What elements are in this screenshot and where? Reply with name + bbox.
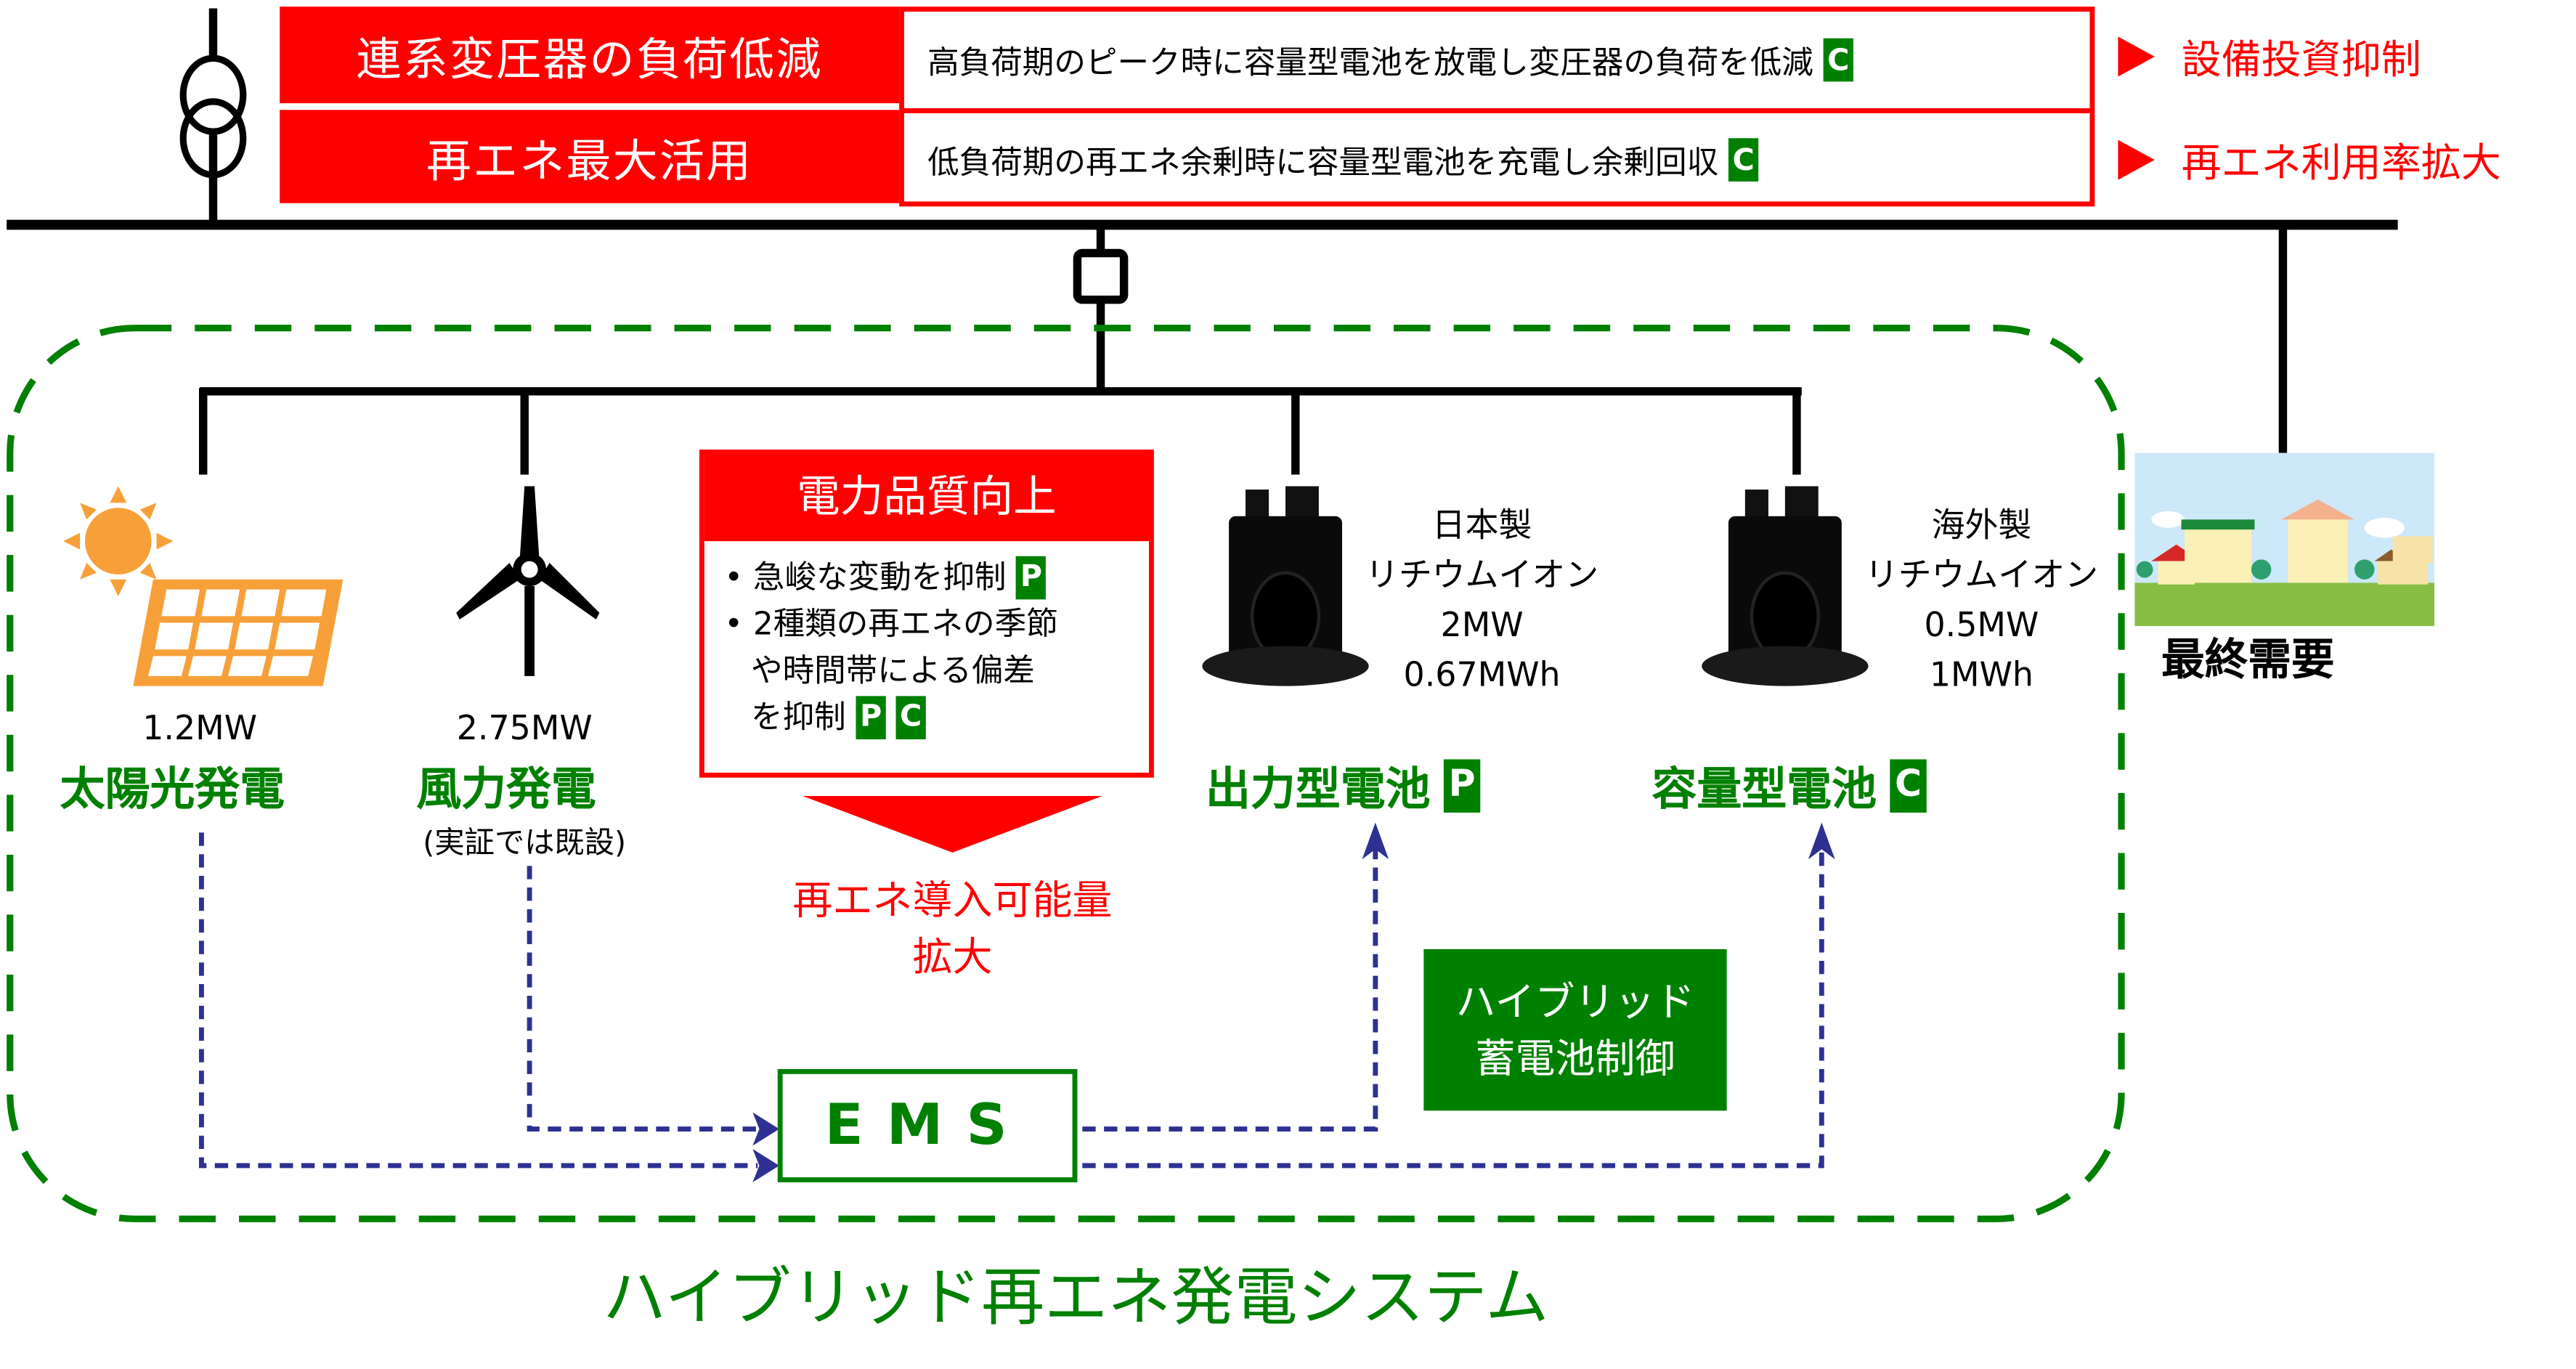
wind-note: (実証では既設) [423,826,627,861]
breaker-icon [1073,248,1129,304]
arrowheads [752,822,1835,1182]
label-transformer-load-reduction: 連系変圧器の負荷低減 [280,7,900,104]
power-battery-title: 出力型電池 P [1206,752,1481,817]
battery-icon [1202,486,1369,686]
outcome-re-utilization: 再エネ利用率拡大 [2118,130,2501,188]
transformer-icon [179,54,247,179]
hybrid-battery-control: ハイブリッド 蓄電池制御 [1423,948,1727,1111]
system-boundary [7,325,2125,1222]
ems-box: EMS [777,1068,1078,1182]
power-quality-box: 電力品質向上 • 急峻な変動を抑制 P • 2種類の再エネの季節 や時間帯による… [699,450,1154,778]
battery-p-specs: 日本製 リチウムイオン 2MW 0.67MWh [1365,504,1599,695]
re-capacity-expansion: 再エネ導入可能量 拡大 [792,877,1113,981]
wind-title: 風力発電 [416,764,596,816]
capacity-badge: C [1890,758,1927,812]
power-badge: P [1016,556,1047,600]
control-signal-lines [198,832,1824,1169]
capacity-badge: C [895,696,926,740]
pq-item-1: • 急峻な変動を抑制 P [724,555,1149,601]
triangle-right-icon [2118,36,2155,76]
triangle-right-icon [2118,139,2155,179]
wind-capacity: 2.75MW [456,707,593,748]
down-arrow-icon [803,795,1102,853]
solar-panel-icon [63,486,344,686]
solar-capacity: 1.2MW [142,707,258,748]
pq-item-2: • 2種類の再エネの季節 [724,606,1058,643]
description-row: 高負荷期のピーク時に容量型電池を放電し変圧器の負荷を低減 C [903,12,2090,113]
description-box: 高負荷期のピーク時に容量型電池を放電し変圧器の負荷を低減 C 低負荷期の再エネ余… [899,7,2095,207]
power-badge: P [1443,758,1481,812]
battery-c-specs: 海外製 リチウムイオン 0.5MW 1MWh [1864,504,2098,695]
power-quality-title: 電力品質向上 [704,454,1150,542]
town-icon [2134,452,2435,627]
power-badge: P [856,696,886,740]
battery-icon [1702,486,1869,686]
description-row: 低負荷期の再エネ余剰時に容量型電池を充電し余剰回収 C [904,113,2089,206]
capacity-badge: C [1823,38,1853,82]
solar-title: 太陽光発電 [60,764,285,816]
label-renewable-max-use: 再エネ最大活用 [280,110,900,203]
system-title: ハイブリッド再エネ発電システム [602,1260,1549,1334]
wind-turbine-icon [456,486,600,676]
demand-label: 最終需要 [2161,635,2335,686]
capacity-badge: C [1728,138,1759,182]
capacity-battery-title: 容量型電池 C [1651,752,1927,817]
outcome-capex: 設備投資抑制 [2118,27,2421,85]
